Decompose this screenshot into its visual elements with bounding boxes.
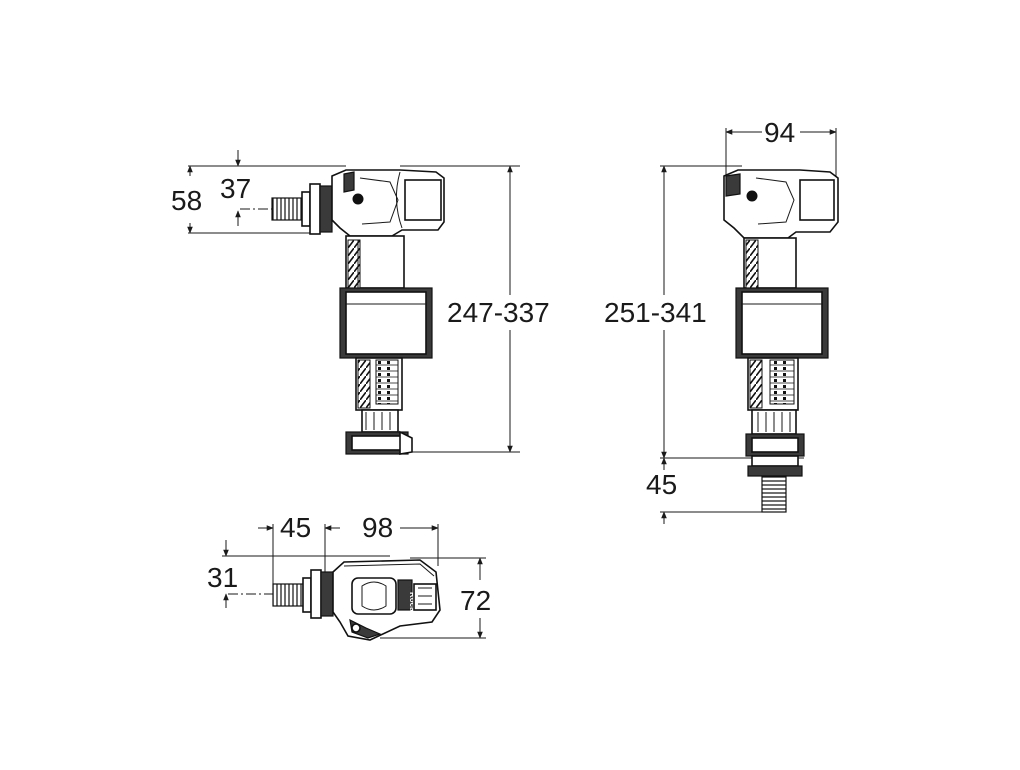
- dimension-label-58: 58: [171, 185, 202, 216]
- fill-valve-top-drawing: Roca: [272, 559, 441, 641]
- dimension-total-height: 58: [171, 165, 346, 234]
- dimension-label-45-top: 45: [280, 512, 311, 543]
- dimension-top-widths: 45 98: [258, 512, 439, 592]
- dimension-label-94: 94: [764, 117, 795, 148]
- dimension-top-inlet-offset: 31: [207, 540, 390, 608]
- dimension-label-45-bottom: 45: [646, 469, 677, 500]
- fill-valve-side-drawing: [271, 169, 445, 455]
- dimension-height-range-lateral: 247-337: [400, 165, 550, 453]
- dimension-label-31: 31: [207, 562, 238, 593]
- side-view-lateral-inlet: 58 37 247-337: [171, 150, 550, 455]
- dimension-inlet-length-bottom: 45: [646, 457, 782, 524]
- top-view: 45 98 31 72: [207, 512, 491, 641]
- dimension-label-247-337: 247-337: [447, 297, 550, 328]
- dimension-label-251-341: 251-341: [604, 297, 707, 328]
- dimension-height-range-bottom: 251-341: [604, 165, 804, 459]
- fill-valve-bottom-drawing: [723, 169, 839, 513]
- dimension-label-37: 37: [220, 173, 251, 204]
- side-view-bottom-inlet: 94 251-341 45: [604, 117, 839, 524]
- dimension-top-depth: 72: [380, 557, 491, 639]
- dimension-width: 94: [725, 117, 837, 176]
- dimension-label-98: 98: [362, 512, 393, 543]
- dimension-inlet-offset: 37: [220, 150, 251, 226]
- brand-label: Roca: [408, 592, 417, 612]
- dimension-label-72: 72: [460, 585, 491, 616]
